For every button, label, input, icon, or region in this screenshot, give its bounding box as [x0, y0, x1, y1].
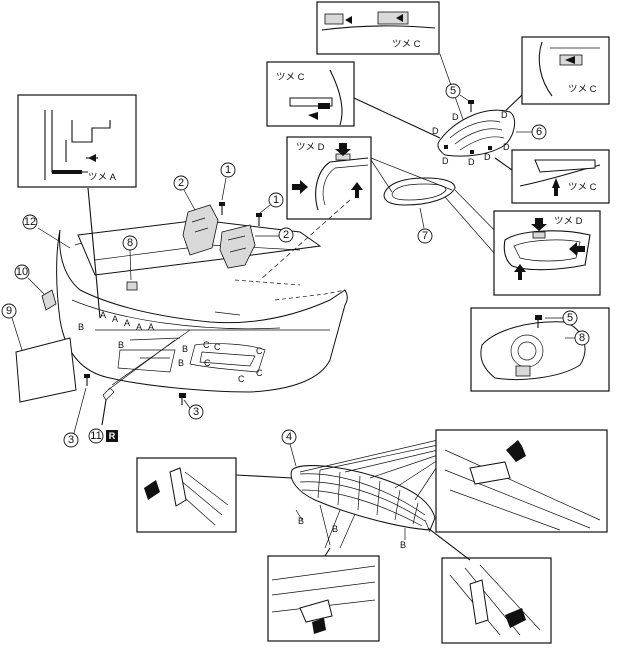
callout-1-left: 1: [220, 162, 236, 178]
bolt-1-right: [256, 213, 262, 226]
svg-text:D: D: [501, 110, 508, 120]
detail-box-tsume-c-left: ツメ C: [266, 61, 355, 127]
svg-text:D: D: [442, 156, 449, 166]
detail-box-tsume-d-left: ツメ D: [286, 136, 372, 220]
svg-text:10: 10: [16, 266, 28, 278]
svg-text:ツメ C: ツメ C: [568, 182, 597, 193]
svg-text:3: 3: [68, 434, 74, 446]
svg-text:B: B: [298, 516, 304, 526]
callout-8-left: 8: [122, 235, 138, 251]
grille-detail-box-top-right: [435, 429, 608, 533]
grille-detail-box-bottom-right: [441, 557, 552, 644]
svg-text:A: A: [124, 318, 130, 328]
callout-12: 12: [22, 214, 38, 230]
grille-detail-box-left: [136, 457, 237, 533]
callout-2-left: 2: [173, 175, 189, 191]
svg-text:8: 8: [579, 332, 585, 344]
svg-text:C: C: [256, 368, 263, 378]
screw-3-left: [84, 374, 90, 386]
callout-4: 4: [281, 429, 297, 445]
svg-text:ツメ D: ツメ D: [296, 142, 325, 153]
svg-text:A: A: [112, 314, 118, 324]
svg-text:B: B: [178, 358, 184, 368]
front-bumper-fascia: [56, 229, 348, 393]
screw-5-upper: [468, 100, 474, 112]
callout-5-upper: 5: [445, 83, 461, 99]
svg-text:D: D: [503, 142, 510, 152]
screw-3-center: [179, 393, 186, 405]
svg-text:B: B: [182, 344, 188, 354]
svg-text:2: 2: [178, 177, 184, 189]
bolt-1-left: [219, 202, 225, 215]
fog-lamp-detail-box-8: [470, 307, 610, 392]
bracket-2-left: [182, 204, 219, 256]
callout-9: 9: [1, 303, 17, 319]
r-badge: R: [106, 430, 118, 442]
svg-text:5: 5: [567, 312, 573, 324]
callout-11: 11: [88, 428, 104, 444]
callout-6: 6: [531, 124, 547, 140]
front-grille-4: [290, 465, 436, 531]
svg-text:D: D: [452, 112, 459, 122]
svg-text:A: A: [148, 322, 154, 332]
svg-text:D: D: [484, 152, 491, 162]
license-plate-bracket-9: [15, 337, 77, 403]
svg-text:ツメ C: ツメ C: [568, 84, 597, 95]
callout-3-left: 3: [63, 432, 79, 448]
svg-text:B: B: [78, 322, 84, 332]
callout-10: 10: [14, 264, 30, 280]
grille-clip-labels: B B B: [298, 516, 406, 550]
svg-text:ツメ C: ツメ C: [276, 72, 305, 83]
svg-text:C: C: [238, 374, 245, 384]
bumper-clip-labels: A A A A A B B B B C C C C C C: [78, 310, 263, 384]
clip-8-left: [126, 281, 138, 291]
screw-5-lower: [535, 315, 542, 328]
detail-box-tsume-c-right: ツメ C: [511, 149, 610, 204]
svg-text:ツメ C: ツメ C: [392, 39, 421, 50]
bracket-2-right: [219, 224, 256, 269]
svg-text:C: C: [203, 340, 210, 350]
detail-box-tsume-c-top: ツメ C: [316, 1, 440, 55]
svg-text:A: A: [136, 322, 142, 332]
svg-text:D: D: [468, 157, 475, 167]
svg-text:B: B: [118, 340, 124, 350]
svg-text:ツメ D: ツメ D: [554, 216, 583, 227]
svg-text:D: D: [432, 126, 439, 136]
svg-text:12: 12: [24, 216, 36, 228]
detail-box-tsume-d-right: ツメ D: [493, 210, 601, 296]
svg-text:A: A: [100, 310, 106, 320]
fog-lamp-garnish-7: [383, 177, 456, 206]
callout-3-center: 3: [188, 404, 204, 420]
svg-text:4: 4: [286, 431, 292, 443]
svg-text:3: 3: [193, 406, 199, 418]
svg-text:C: C: [256, 346, 263, 356]
svg-text:9: 9: [6, 305, 12, 317]
callout-8-right: 8: [574, 330, 590, 346]
svg-text:1: 1: [273, 194, 279, 206]
callout-7: 7: [417, 228, 433, 244]
detail-box-tsume-c-upper-right: ツメ C: [521, 36, 610, 105]
callout-1-right: 1: [268, 192, 284, 208]
svg-text:5: 5: [450, 85, 456, 97]
svg-text:7: 7: [422, 230, 428, 242]
svg-text:B: B: [400, 540, 406, 550]
svg-text:8: 8: [127, 237, 133, 249]
grille-detail-box-bottom-left: [267, 555, 380, 642]
svg-text:2: 2: [283, 229, 289, 241]
svg-text:ツメ A: ツメ A: [88, 172, 117, 183]
svg-text:B: B: [332, 524, 338, 534]
svg-text:C: C: [204, 358, 211, 368]
svg-text:1: 1: [225, 164, 231, 176]
detail-box-tsume-a: ツメ A: [17, 94, 137, 188]
fastener-11: [101, 329, 191, 426]
svg-text:C: C: [214, 342, 221, 352]
callout-5-lower: 5: [562, 310, 578, 326]
svg-text:11: 11: [90, 430, 101, 442]
callout-2-right: 2: [278, 227, 294, 243]
svg-text:R: R: [109, 431, 116, 441]
tow-hook-cover-10: [41, 289, 57, 311]
fog-lamp-bezel-6: D D D D D D D: [432, 109, 516, 167]
svg-text:6: 6: [536, 126, 542, 138]
